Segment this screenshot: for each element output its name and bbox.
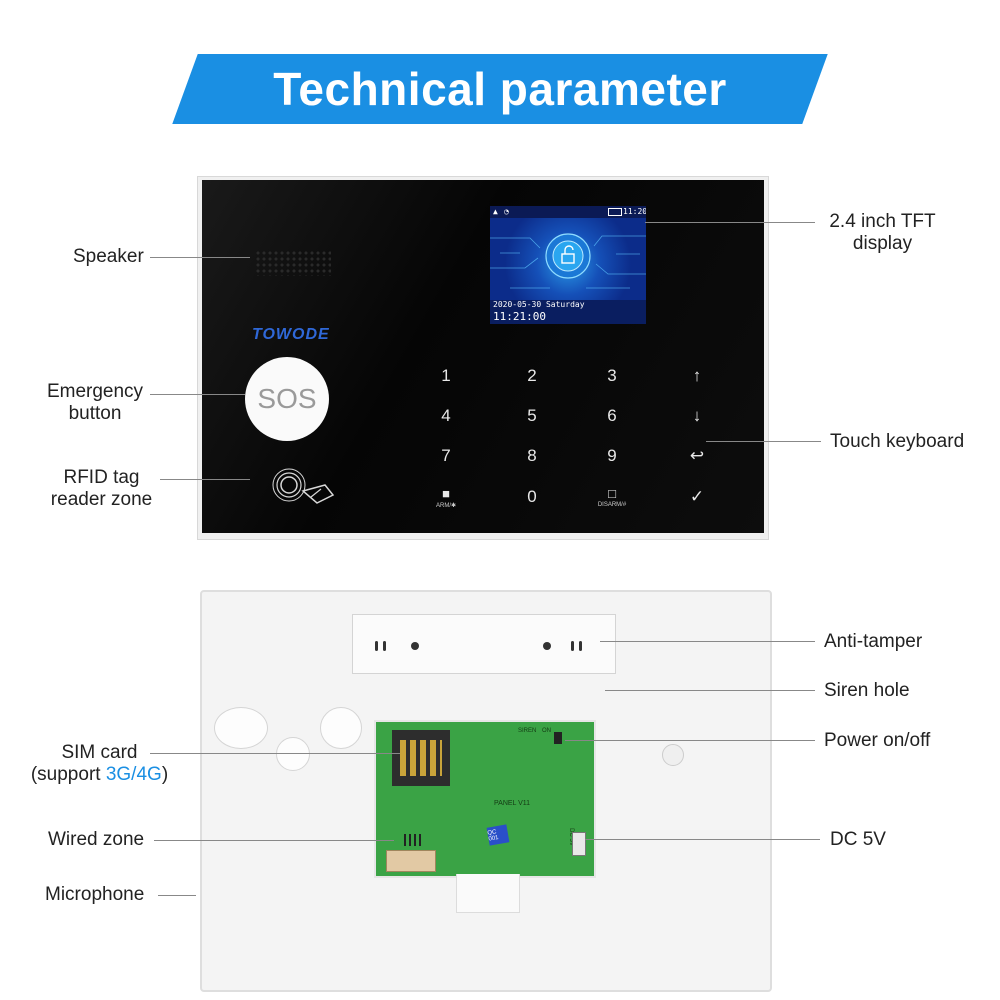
dc-jack[interactable]	[572, 832, 586, 856]
disarm-label: DISARM/#	[597, 502, 627, 508]
wired-zone-pins	[404, 834, 424, 846]
label-wired-zone: Wired zone	[48, 829, 145, 850]
leader-siren-hole	[605, 690, 815, 691]
case-bump	[320, 707, 362, 749]
leader-power	[565, 740, 815, 741]
leader-wired-zone	[154, 840, 394, 841]
leader-sim	[150, 753, 400, 754]
screen-wallpaper	[490, 218, 646, 300]
label-display: 2.4 inch TFT display	[820, 211, 945, 255]
leader-touch-keyboard	[706, 441, 821, 442]
leader-emergency	[150, 394, 245, 395]
label-dc: DC 5V	[830, 829, 886, 850]
screen-status-bar: ▲ ◔ 11:20	[490, 206, 646, 218]
bracket-slot	[375, 641, 378, 651]
sim-contacts	[400, 740, 442, 776]
front-glass: TOWODE SOS ▲ ◔ 11:20	[202, 180, 764, 533]
leader-dc	[585, 839, 820, 840]
label-emergency: Emergency button	[40, 381, 150, 425]
key-4[interactable]: 4	[441, 406, 451, 425]
label-sim: SIM card (support 3G/4G)	[22, 742, 177, 786]
signal-icon: ▲	[493, 207, 498, 216]
key-6[interactable]: 6	[607, 406, 617, 425]
leader-microphone	[158, 895, 196, 896]
key-confirm[interactable]: ✓	[689, 487, 705, 506]
bracket-slot	[383, 641, 386, 651]
pcb-panel-label: PANEL V11	[494, 800, 531, 807]
label-anti-tamper: Anti-tamper	[824, 631, 923, 652]
label-rfid-line2: reader zone	[50, 489, 153, 510]
power-switch[interactable]	[554, 732, 562, 744]
key-3[interactable]: 3	[607, 366, 617, 385]
label-display-line2: display	[852, 233, 913, 254]
wifi-icon: ◔	[504, 207, 509, 216]
circuit-graphic	[490, 233, 646, 289]
label-sim-accent: 3G/4G	[105, 764, 162, 785]
page-title: Technical parameter	[273, 63, 727, 115]
key-down-arrow[interactable]: ↓	[692, 406, 702, 425]
screw-hole	[411, 642, 419, 650]
mounting-tab	[456, 874, 520, 913]
sos-button[interactable]: SOS	[245, 357, 329, 441]
lock-icon: ■	[442, 485, 450, 501]
key-0[interactable]: 0	[527, 487, 537, 506]
label-speaker: Speaker	[73, 246, 144, 267]
label-rfid: RFID tag reader zone	[44, 467, 159, 511]
key-up-arrow[interactable]: ↑	[692, 366, 702, 385]
label-siren-hole: Siren hole	[824, 680, 910, 701]
screw-boss	[662, 744, 684, 766]
label-sim-line1: SIM card	[61, 742, 138, 763]
label-touch-keyboard: Touch keyboard	[830, 431, 965, 452]
key-disarm[interactable]: □ DISARM/#	[592, 482, 632, 512]
label-emergency-line2: button	[68, 403, 122, 424]
screw-hole	[543, 642, 551, 650]
label-rfid-line1: RFID tag	[63, 467, 140, 488]
screen-date: 2020-05-30 Saturday	[493, 300, 585, 309]
leader-display	[645, 222, 815, 223]
rfid-icon	[272, 468, 335, 504]
leader-speaker	[150, 257, 250, 258]
label-sim-prefix: (support	[30, 764, 106, 785]
pcb-on-label: ON	[542, 728, 551, 734]
screen-status-time: 11:20	[623, 207, 646, 216]
label-emergency-line1: Emergency	[46, 381, 144, 402]
case-bump	[276, 737, 310, 771]
key-7[interactable]: 7	[441, 446, 451, 465]
label-power: Power on/off	[824, 730, 931, 751]
label-display-line1: 2.4 inch TFT	[829, 211, 936, 232]
label-sim-line2: (support 3G/4G)	[22, 764, 177, 786]
leader-anti-tamper	[600, 641, 815, 642]
qc-sticker: QC 001	[486, 824, 510, 846]
unlock-icon: □	[608, 486, 616, 501]
case-bump	[214, 707, 268, 749]
arm-label: ARM/✱	[435, 502, 457, 509]
key-9[interactable]: 9	[607, 446, 617, 465]
alarm-panel-back: SIREN ON PANEL V11 QC 001 DC 5V	[200, 590, 772, 992]
alarm-panel-front: TOWODE SOS ▲ ◔ 11:20	[197, 176, 769, 540]
battery-icon	[608, 208, 622, 216]
key-back[interactable]: ↩	[689, 446, 705, 465]
key-1[interactable]: 1	[441, 366, 451, 385]
bracket-slot	[571, 641, 574, 651]
label-sim-suffix: )	[161, 764, 169, 785]
tft-display: ▲ ◔ 11:20 2020-05-30 Satu	[490, 206, 646, 324]
label-microphone: Microphone	[45, 884, 145, 905]
sim-card-slot	[392, 730, 450, 786]
anti-tamper-bracket	[352, 614, 616, 674]
brand-logo: TOWODE	[252, 326, 330, 343]
key-2[interactable]: 2	[527, 366, 537, 385]
key-8[interactable]: 8	[527, 446, 537, 465]
leader-rfid	[160, 479, 250, 480]
speaker-grille	[255, 250, 331, 276]
key-5[interactable]: 5	[527, 406, 537, 425]
bracket-slot	[579, 641, 582, 651]
key-arm[interactable]: ■ ARM/✱	[426, 482, 466, 512]
pcb-siren-label: SIREN	[518, 728, 537, 734]
circuit-board: SIREN ON PANEL V11 QC 001 DC 5V	[374, 720, 596, 878]
wired-zone-connector[interactable]	[386, 850, 436, 872]
screen-time: 11:21:00	[493, 310, 546, 323]
